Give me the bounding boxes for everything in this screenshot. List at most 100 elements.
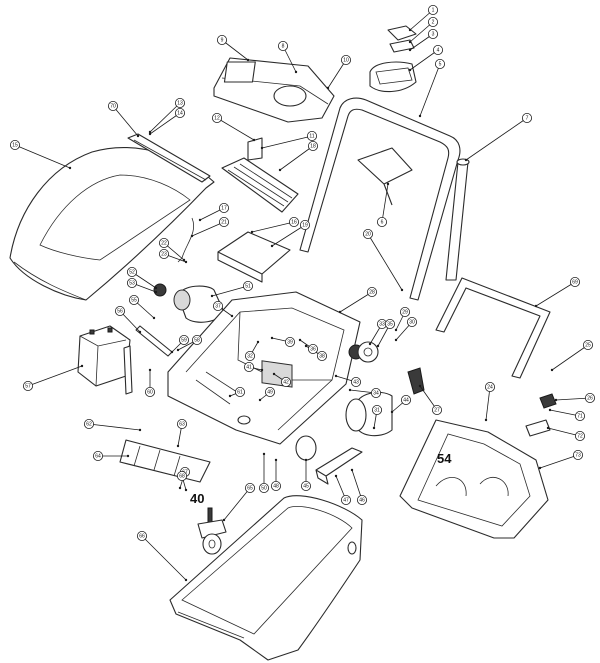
caster <box>197 507 227 555</box>
cable <box>177 217 194 263</box>
callout-number: 64 <box>95 453 101 459</box>
callout-bubble <box>307 343 318 354</box>
leader-dot-64 <box>126 454 130 458</box>
round-plate <box>295 435 317 461</box>
callout-number: 49 <box>267 389 273 395</box>
control-box <box>213 57 335 123</box>
callout-51: 51 <box>242 280 253 291</box>
callout-49: 49 <box>264 386 275 397</box>
leader-dot-32 <box>256 340 260 344</box>
callout-bubble <box>384 318 395 329</box>
leader-line-2 <box>409 21 434 43</box>
callout-8: 8 <box>277 41 288 52</box>
callout-number: 30 <box>409 319 415 325</box>
callout-28: 28 <box>366 286 377 297</box>
leader-dot-28 <box>338 310 342 314</box>
leader-dot-72 <box>546 426 550 430</box>
callout-bubble <box>427 28 438 39</box>
leader-line-11 <box>261 135 313 149</box>
callout-24: 24 <box>484 381 495 392</box>
leader-dot-29 <box>394 328 398 332</box>
leader-line-5 <box>419 63 441 117</box>
callout-number: 7 <box>526 115 529 121</box>
callout-66: 66 <box>136 531 147 542</box>
callout-bubble <box>264 386 275 397</box>
leader-dot-47 <box>334 474 338 478</box>
leader-line-14 <box>149 112 181 135</box>
callout-15: 15 <box>9 139 20 150</box>
callout-62: 62 <box>84 418 95 429</box>
leader-dot-36 <box>298 338 302 342</box>
leader-dot-2 <box>408 40 412 44</box>
callout-9: 9 <box>216 35 227 46</box>
callout-69: 69 <box>570 276 581 287</box>
callout-23: 23 <box>158 248 169 259</box>
pulley <box>153 283 167 297</box>
leader-dot-57 <box>80 364 84 368</box>
leader-dot-9 <box>246 58 250 62</box>
callout-number: 37 <box>215 303 221 309</box>
callout-bubble <box>212 300 223 311</box>
callout-bubble <box>307 140 318 151</box>
callout-number: 60 <box>147 389 153 395</box>
callout-71: 71 <box>575 410 586 421</box>
leader-dot-46 <box>350 468 354 472</box>
callout-bubble <box>573 449 584 460</box>
leader-line-65 <box>223 487 251 521</box>
callout-number: 32 <box>247 353 253 359</box>
callout-55: 55 <box>128 294 139 305</box>
leader-dot-16 <box>250 230 254 234</box>
gear <box>348 341 379 363</box>
callout-bubble <box>244 482 255 493</box>
callout-43: 43 <box>350 376 361 387</box>
callout-bubble <box>218 202 229 213</box>
callout-bubble <box>243 361 254 372</box>
callout-59: 59 <box>178 334 189 345</box>
leader-dot-63 <box>176 444 180 448</box>
callout-22: 22 <box>158 237 169 248</box>
callout-number: 56 <box>117 308 123 314</box>
callout-64: 64 <box>93 450 104 461</box>
leader-dot-59 <box>170 350 174 354</box>
leader-dot-68 <box>184 488 188 492</box>
leader-line-28 <box>339 291 373 313</box>
callout-12: 12 <box>211 113 222 124</box>
leader-dot-71 <box>548 408 552 412</box>
leader-dot-15 <box>68 166 72 170</box>
callout-29: 29 <box>399 306 410 317</box>
callout-57: 57 <box>22 380 33 391</box>
callout-21: 21 <box>218 216 229 227</box>
callout-number: 6 <box>381 219 384 225</box>
leader-dot-37 <box>230 314 234 318</box>
leader-line-16 <box>251 221 295 233</box>
callout-bubble <box>242 280 253 291</box>
leader-dot-18 <box>278 168 282 172</box>
callout-number: 52 <box>129 269 135 275</box>
callout-54-label: 54 <box>437 451 452 466</box>
leader-dot-43 <box>334 374 338 378</box>
callout-32: 32 <box>244 350 255 361</box>
callout-bubble <box>218 216 229 227</box>
callout-14: 14 <box>174 108 185 119</box>
leader-dot-19 <box>270 244 274 248</box>
leader-dot-51 <box>210 294 214 298</box>
leader-dot-65 <box>222 518 226 522</box>
callout-number: 20 <box>365 231 371 237</box>
callout-bubble <box>270 480 281 491</box>
callout-number: 25 <box>585 342 591 348</box>
callout-70: 70 <box>108 101 119 112</box>
callout-number: 2 <box>432 19 435 25</box>
callout-number: 9 <box>221 37 224 43</box>
callout-bubble <box>136 531 147 542</box>
callout-bubble <box>93 450 104 461</box>
callout-bubble <box>277 41 288 52</box>
callout-bubble <box>362 228 373 239</box>
callout-bubble <box>176 418 187 429</box>
callout-42: 42 <box>280 376 291 387</box>
callout-bubble <box>366 286 377 297</box>
leader-dot-34 <box>348 388 352 392</box>
callout-bubble <box>432 45 443 56</box>
callout-bubble <box>176 470 187 481</box>
callout-50: 50 <box>258 482 269 493</box>
leader-dot-11 <box>260 146 264 150</box>
